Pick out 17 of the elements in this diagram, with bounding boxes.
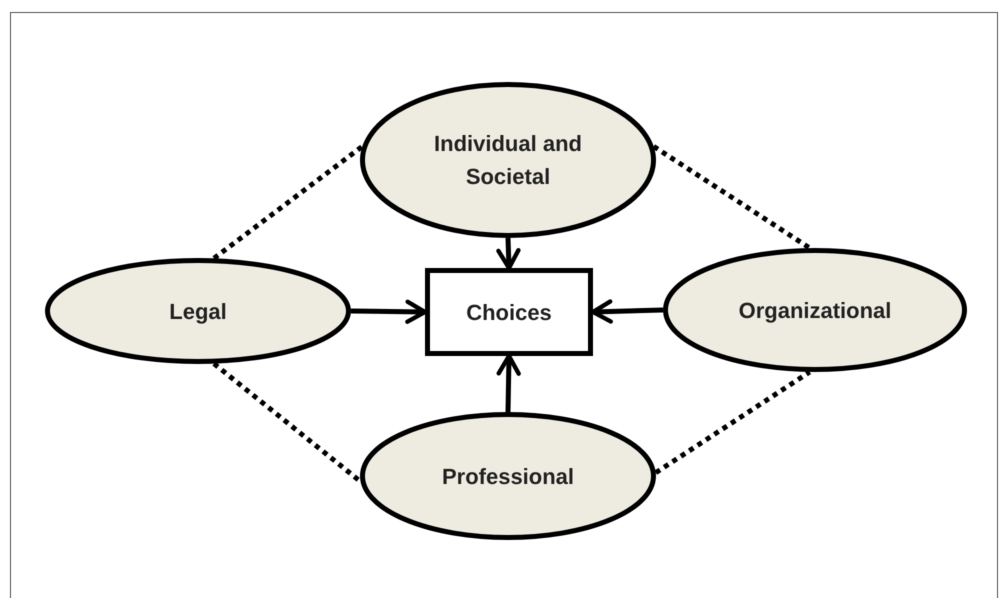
ellipse-node	[360, 412, 656, 540]
arrow	[350, 300, 428, 324]
arrow	[496, 238, 521, 270]
dotted-line	[212, 362, 362, 484]
process-box	[425, 268, 593, 356]
dotted-line	[652, 144, 812, 250]
node-label: Legal	[169, 298, 227, 326]
dotted-line	[212, 144, 364, 260]
node-label: Organizational	[738, 296, 892, 325]
arrow	[496, 354, 521, 412]
node-label: Professional	[442, 462, 574, 490]
node-label: Choices	[466, 298, 552, 326]
node-label: Individual and Societal	[433, 130, 583, 191]
dotted-line	[654, 370, 812, 475]
ellipse-node	[45, 258, 351, 364]
ellipse-node	[663, 248, 967, 372]
ellipse-node	[360, 82, 656, 238]
